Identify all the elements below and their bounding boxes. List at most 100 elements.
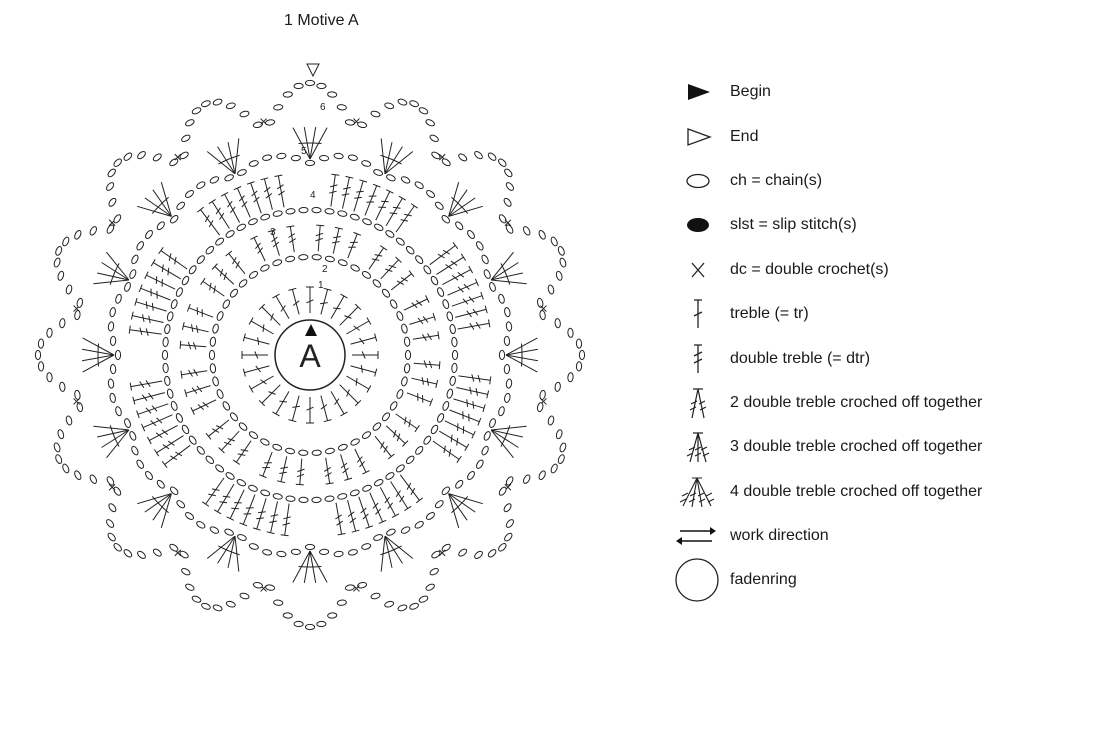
chain-stitch (316, 620, 327, 628)
chain-stitch (212, 604, 223, 612)
treble-stitch (132, 315, 164, 323)
stitch-top (395, 256, 402, 263)
chain-stitch (547, 284, 555, 295)
stitch-bar (384, 496, 390, 504)
chain-stitch (324, 208, 335, 215)
stitch-bar (156, 417, 163, 424)
round-number-label: 1 (318, 280, 324, 291)
stitch-bar (227, 438, 235, 442)
treble-stitch (271, 230, 280, 256)
stitch-bar (411, 302, 418, 309)
stitch-bar (238, 195, 245, 202)
chain-stitch (229, 412, 239, 422)
stitch-bar (356, 190, 364, 193)
stitch-bar (167, 267, 170, 276)
chain-stitch (191, 107, 202, 115)
stitch-bar (228, 550, 235, 554)
stitch-top (414, 425, 420, 433)
chain-stitch (304, 623, 316, 631)
stitch-bar (163, 196, 169, 202)
stitch-top (340, 411, 348, 417)
chain-stitch (181, 424, 190, 435)
treble-stitch (289, 226, 295, 253)
chain-stitch (290, 548, 301, 556)
chain-stitch (169, 214, 179, 224)
stitch-bar (258, 511, 266, 514)
stitch-bar (288, 233, 296, 238)
stitch-bar (283, 516, 291, 520)
chain-stitch (441, 158, 451, 167)
stitch-top (260, 177, 269, 181)
stitch-bar (279, 471, 287, 474)
chain-stitch (248, 271, 259, 279)
stitch-bar (359, 460, 365, 468)
chain-stitch (567, 372, 574, 383)
stitch-top (252, 527, 261, 531)
stitch-bar (255, 365, 261, 373)
stitch-top (272, 293, 280, 299)
chain-stitch (446, 388, 454, 399)
stitch-bar (113, 268, 117, 275)
chain-stitch (273, 104, 284, 111)
stitch-top (226, 516, 235, 521)
stitch-top (258, 474, 267, 479)
stitch-bar (192, 342, 197, 350)
chain-stitch (131, 254, 139, 265)
chain-stitch (205, 246, 215, 255)
treble-stitch (185, 385, 211, 394)
stitch-bar (456, 437, 459, 446)
treble-stitch (429, 245, 456, 266)
chain-stitch (145, 471, 153, 480)
chain-stitch (362, 484, 372, 492)
stitch-bar (417, 317, 424, 325)
stitch-bar (161, 264, 164, 273)
chain-stitch (248, 431, 259, 439)
treble-stitch (284, 503, 290, 536)
chain-stitch (298, 254, 309, 261)
stitch-bar (503, 435, 507, 442)
chain-stitch (212, 323, 219, 334)
stitch-top (474, 278, 479, 287)
stitch-bar (151, 303, 154, 311)
treble-stitch (250, 182, 262, 214)
stitch-bar (162, 444, 170, 450)
stitch-top (208, 198, 216, 205)
stitch-top (365, 525, 374, 529)
chain-stitch (106, 182, 115, 191)
stitch-bar (457, 272, 465, 278)
stitch-bar (395, 490, 401, 498)
treble-stitch (413, 362, 440, 366)
treble-stitch (261, 384, 281, 404)
chain-stitch (185, 512, 194, 520)
two-dtr-together-icon (689, 388, 707, 419)
stitch-top (130, 311, 134, 320)
stitch-top (380, 245, 388, 251)
stitch-bar (443, 445, 446, 454)
stitch-top (180, 370, 183, 379)
chain-stitch (262, 154, 273, 161)
stitch-bar (228, 156, 235, 160)
stitch-bar (422, 316, 429, 323)
stitch-bar (459, 204, 465, 210)
treble-stitch-icon (693, 299, 703, 329)
stitch-bar (451, 196, 457, 202)
chain-stitch (248, 484, 258, 492)
chain-stitch (442, 299, 450, 310)
stitch-bar (161, 429, 169, 435)
stitch-top (484, 305, 488, 314)
stitch-bar (395, 160, 402, 165)
double-treble-stitch-icon (693, 343, 703, 373)
stitch-bar (204, 215, 210, 223)
treble-stitch (364, 185, 378, 216)
stitch-bar (139, 327, 143, 336)
stitch-top (225, 250, 233, 257)
legend-label: ch = chain(s) (730, 171, 823, 189)
chain-stitch (298, 206, 309, 214)
legend-label: 4 double treble croched off together (730, 482, 983, 500)
treble-stitch (228, 253, 246, 275)
chain-stitch (209, 336, 217, 347)
chain-stitch (425, 583, 435, 591)
chain-stitch (311, 496, 322, 504)
chain-stitch (156, 479, 165, 489)
